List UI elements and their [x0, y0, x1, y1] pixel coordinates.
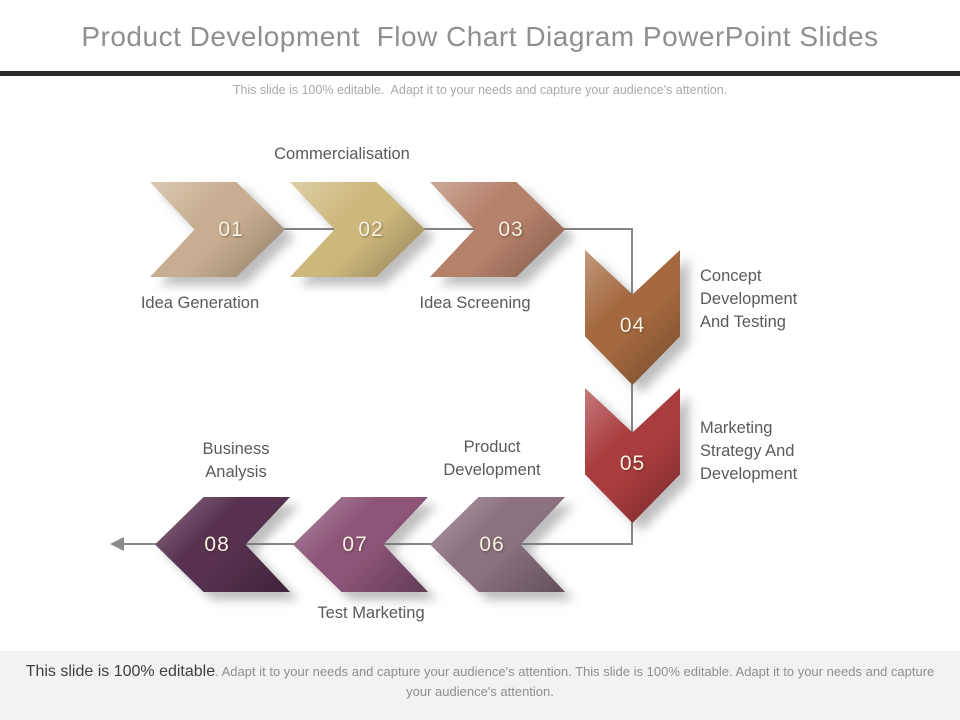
step-number: 02	[358, 217, 384, 241]
page-title: Product Development Flow Chart Diagram P…	[81, 21, 879, 52]
footer-rest-text: . Adapt it to your needs and capture you…	[215, 664, 935, 699]
flow-step-01-arrow: 01	[150, 182, 285, 277]
chevron-left-icon: 08	[155, 497, 290, 592]
flow-step-03-arrow: 03	[430, 182, 565, 277]
label-marketing-strategy-and-development: Marketing Strategy And Development	[700, 419, 798, 483]
subtitle-text: This slide is 100% editable. Adapt it to…	[232, 83, 728, 97]
connector-line-vertical	[631, 228, 633, 545]
flow-step-07-arrow: 07	[293, 497, 428, 592]
label-concept-development-and-testing: Concept Development And Testing	[700, 267, 798, 331]
title-divider	[0, 71, 960, 76]
step-number: 05	[619, 452, 646, 476]
step-number: 06	[479, 532, 505, 556]
step-number: 03	[498, 217, 524, 241]
chevron-right-icon: 02	[290, 182, 425, 277]
chevron-right-icon: 03	[430, 182, 565, 277]
step-number: 01	[218, 217, 244, 241]
footer-text: This slide is 100% editable. Adapt it to…	[18, 662, 942, 702]
label-test-marketing: Test Marketing	[317, 604, 425, 622]
label-business-analysis: Business Analysis	[202, 440, 270, 481]
step-number: 08	[204, 532, 230, 556]
chevron-left-icon: 06	[430, 497, 565, 592]
left-arrowhead-icon	[110, 537, 124, 551]
connector-line-top	[283, 228, 633, 230]
flow-step-02-arrow: 02	[290, 182, 425, 277]
flow-step-04-arrow: 04	[585, 250, 680, 385]
chevron-right-icon: 01	[150, 182, 285, 277]
footer-emphasis-text: This slide is 100% editable	[25, 663, 216, 680]
step-number: 04	[619, 314, 646, 338]
chevron-left-icon: 07	[293, 497, 428, 592]
flow-step-08-arrow: 08	[155, 497, 290, 592]
label-idea-screening: Idea Screening	[419, 294, 531, 312]
footer-bar: This slide is 100% editable. Adapt it to…	[0, 651, 960, 720]
label-product-development: Product Development	[443, 438, 541, 479]
label-commercialisation: Commercialisation	[274, 145, 410, 163]
chevron-down-icon: 05	[585, 388, 680, 523]
chevron-down-icon: 04	[585, 250, 680, 385]
step-number: 07	[342, 532, 368, 556]
flow-step-06-arrow: 06	[430, 497, 565, 592]
flow-step-05-arrow: 05	[585, 388, 680, 523]
label-idea-generation: Idea Generation	[140, 294, 260, 312]
